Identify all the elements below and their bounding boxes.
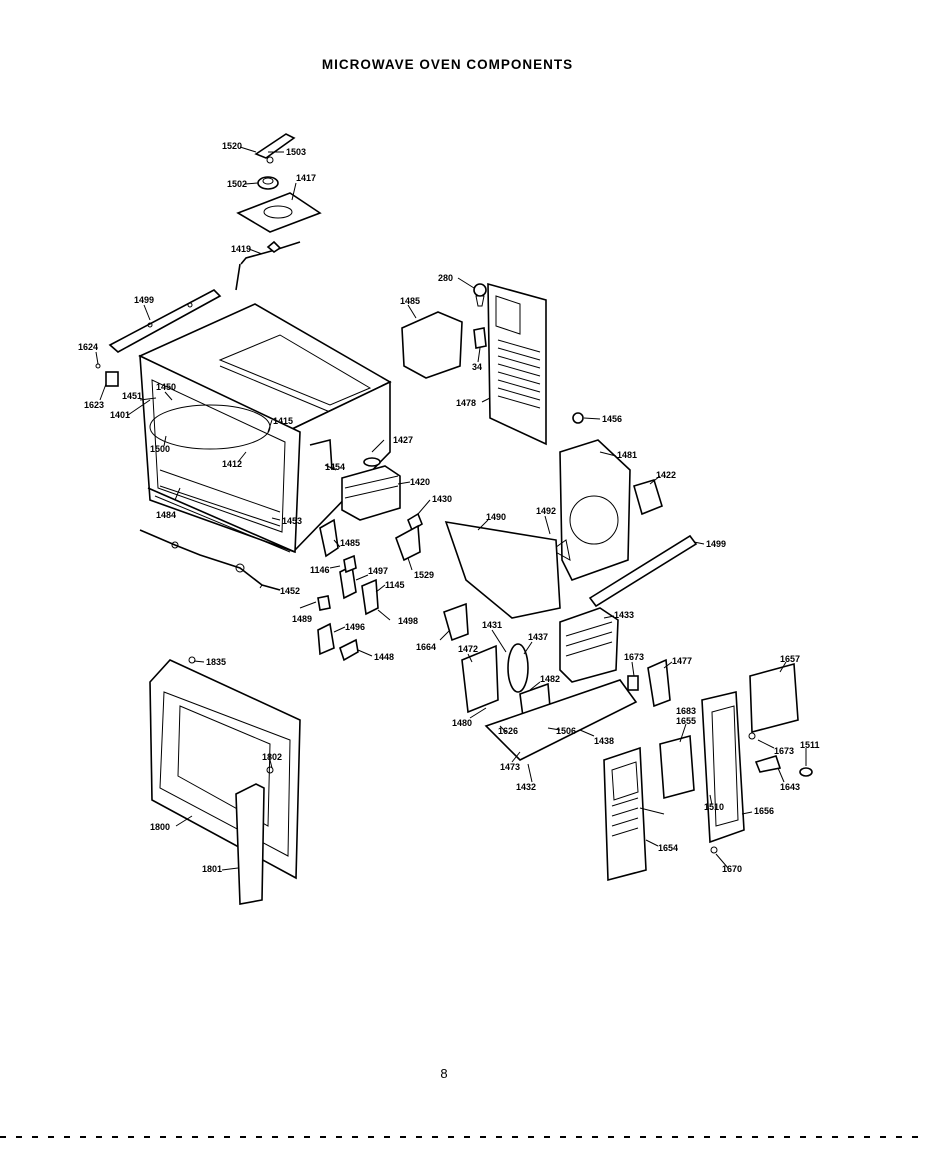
callout-label: 1500	[150, 444, 170, 454]
callout-label: 1657	[780, 654, 800, 664]
callout-label: 1656	[754, 806, 774, 816]
callout-label: 1664	[416, 642, 436, 652]
capacitor-cluster-drawing	[443, 602, 638, 761]
right-small-parts-drawing	[627, 658, 813, 777]
callout-label: 1498	[398, 616, 418, 626]
callout-label: 1801	[202, 864, 222, 874]
bracket-1623-drawing	[105, 371, 119, 387]
callout-label: 1438	[594, 736, 614, 746]
callout-label: 1453	[282, 516, 302, 526]
callout-label: 1673	[624, 652, 644, 662]
callout-label: 1492	[536, 506, 556, 516]
base-plate-drawing	[444, 520, 561, 619]
callout-label: 1478	[456, 398, 476, 408]
callout-label: 1623	[84, 400, 104, 410]
control-board-drawing	[659, 734, 695, 800]
callout-label: 1427	[393, 435, 413, 445]
oven-cavity-drawing	[138, 303, 392, 554]
callout-label: 1454	[325, 462, 345, 472]
callout-label: 1643	[780, 782, 800, 792]
callout-label: 1490	[486, 512, 506, 522]
magnetron-drawing	[309, 438, 401, 521]
callout-label: 1422	[656, 470, 676, 480]
stirrer-parts-drawing	[235, 133, 322, 291]
callout-label: 1499	[134, 295, 154, 305]
callout-label: 1502	[227, 179, 247, 189]
callout-label: 280	[438, 273, 453, 283]
callout-label: 1145	[385, 580, 405, 590]
callout-label: 1433	[614, 610, 634, 620]
callout-label: 1482	[540, 674, 560, 684]
side-rail-drawing	[588, 534, 698, 608]
callout-label: 1497	[368, 566, 388, 576]
callout-label: 34	[472, 362, 482, 372]
callout-label: 1401	[110, 410, 130, 420]
fan-shroud-drawing	[401, 283, 487, 379]
callout-label: 1415	[273, 416, 293, 426]
callout-label: 1511	[800, 740, 820, 750]
callout-label: 1670	[722, 864, 742, 874]
page-number: 8	[440, 1066, 448, 1081]
callout-label: 1419	[231, 244, 251, 254]
callout-label: 1432	[516, 782, 536, 792]
control-panel-drawing	[603, 746, 665, 882]
callout-label: 1456	[602, 414, 622, 424]
page-title: MICROWAVE OVEN COMPONENTS	[321, 57, 574, 72]
callout-label: 1673	[774, 746, 794, 756]
callout-label: 1485	[400, 296, 420, 306]
callout-label: 1499	[706, 539, 726, 549]
callout-label: 1802	[262, 752, 282, 762]
callout-label: 1448	[374, 652, 394, 662]
callout-label: 1624	[78, 342, 98, 352]
callout-label: 1503	[286, 147, 306, 157]
callout-label: 1529	[414, 570, 434, 580]
top-rail-drawing	[108, 289, 222, 353]
callout-label: 1481	[617, 450, 637, 460]
grommet-1456-drawing	[572, 412, 584, 424]
callout-label: 1431	[482, 620, 502, 630]
callout-label: 1489	[292, 614, 312, 624]
callout-label: 1485	[340, 538, 360, 548]
callout-label: 1496	[345, 622, 365, 632]
callout-label: 1472	[458, 644, 478, 654]
callout-label: 1506	[556, 726, 576, 736]
callout-label: 1480	[452, 718, 472, 728]
callout-label: 1683	[676, 706, 696, 716]
shaft-1452-drawing	[139, 529, 281, 591]
transformer-drawing	[559, 607, 619, 683]
callout-label: 1430	[432, 494, 452, 504]
callout-label: 1420	[410, 477, 430, 487]
interlock-switches-drawing	[317, 512, 423, 662]
cover-1529-drawing	[395, 524, 421, 562]
callout-label: 1451	[122, 391, 142, 401]
callout-label: 1484	[156, 510, 176, 520]
callout-leader-lines	[95, 146, 807, 871]
callout-label: 1477	[672, 656, 692, 666]
callout-label: 1510	[704, 802, 724, 812]
callout-label: 1655	[676, 716, 696, 726]
callout-label: 1412	[222, 459, 242, 469]
callout-label: 1146	[310, 565, 330, 575]
callout-label: 1520	[222, 141, 242, 151]
vent-panel-drawing	[487, 282, 547, 446]
callout-label: 1450	[156, 382, 176, 392]
callout-label: 1452	[280, 586, 300, 596]
door-drawing	[149, 656, 301, 905]
callout-label: 1835	[206, 657, 226, 667]
callout-labels: 1520 1503 1502 1417 1419 1499 1624 1623 …	[78, 141, 820, 874]
callout-label: 1626	[498, 726, 518, 736]
callout-label: 1654	[658, 843, 678, 853]
callout-label: 1417	[296, 173, 316, 183]
callout-label: 1437	[528, 632, 548, 642]
callout-label: 1800	[150, 822, 170, 832]
callout-label: 1473	[500, 762, 520, 772]
